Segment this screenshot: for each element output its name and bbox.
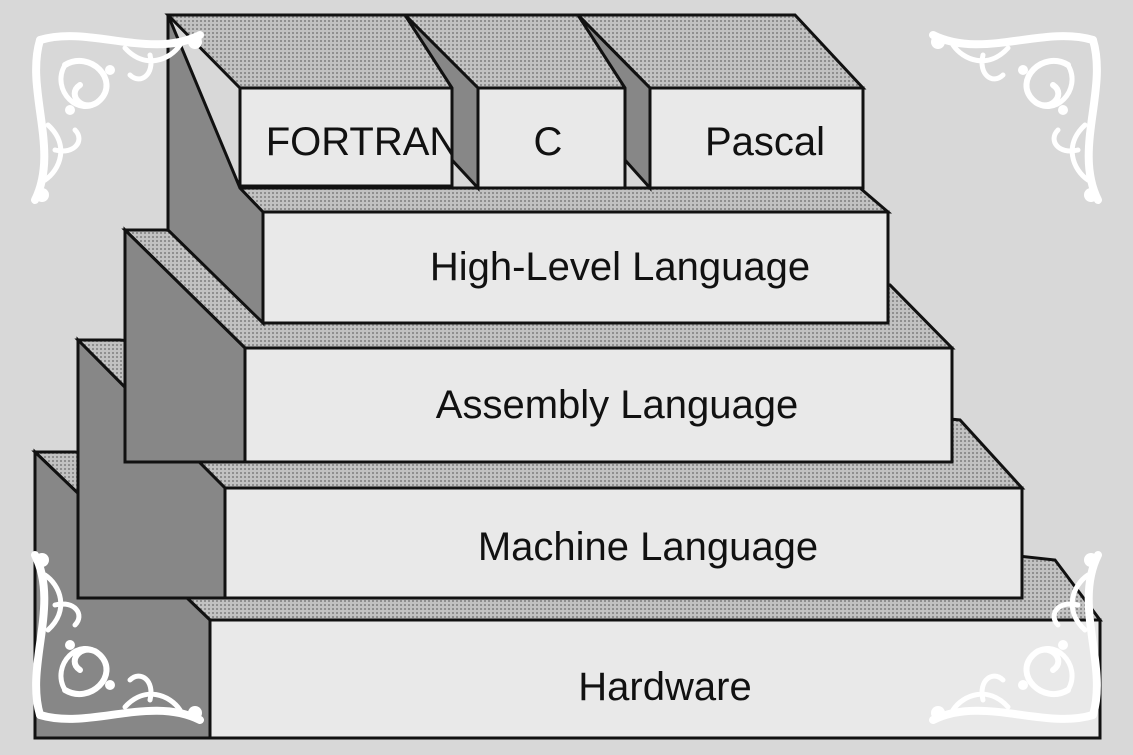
block-c-side bbox=[403, 13, 480, 192]
layer-hardware-label: Hardware bbox=[578, 665, 751, 709]
block-pascal-side bbox=[576, 13, 652, 192]
block-pascal: Pascal bbox=[574, 13, 867, 192]
block-fortran-top bbox=[164, 13, 455, 90]
layer-assembly-label: Assembly Language bbox=[436, 383, 798, 427]
layer-machine-face bbox=[223, 486, 1024, 600]
layer-high-level-top bbox=[167, 186, 893, 214]
flourish-top-right-ornament bbox=[931, 35, 1098, 202]
layer-machine-label: Machine Language bbox=[478, 525, 818, 569]
block-pascal-face bbox=[648, 86, 865, 190]
block-fortran-face bbox=[238, 86, 454, 188]
block-c: C bbox=[401, 13, 628, 192]
block-fortran-label: FORTRAN bbox=[266, 120, 459, 164]
block-c-face bbox=[476, 86, 627, 190]
layer-high-level-language: High-Level Language bbox=[166, 14, 893, 327]
block-c-label: C bbox=[534, 120, 563, 164]
block-pascal-label: Pascal bbox=[705, 120, 825, 164]
layer-high-level-face bbox=[261, 210, 890, 325]
layer-high-level-label: High-Level Language bbox=[430, 245, 810, 289]
layer-hardware-face bbox=[208, 618, 1102, 740]
layer-assembly-face bbox=[243, 346, 954, 464]
